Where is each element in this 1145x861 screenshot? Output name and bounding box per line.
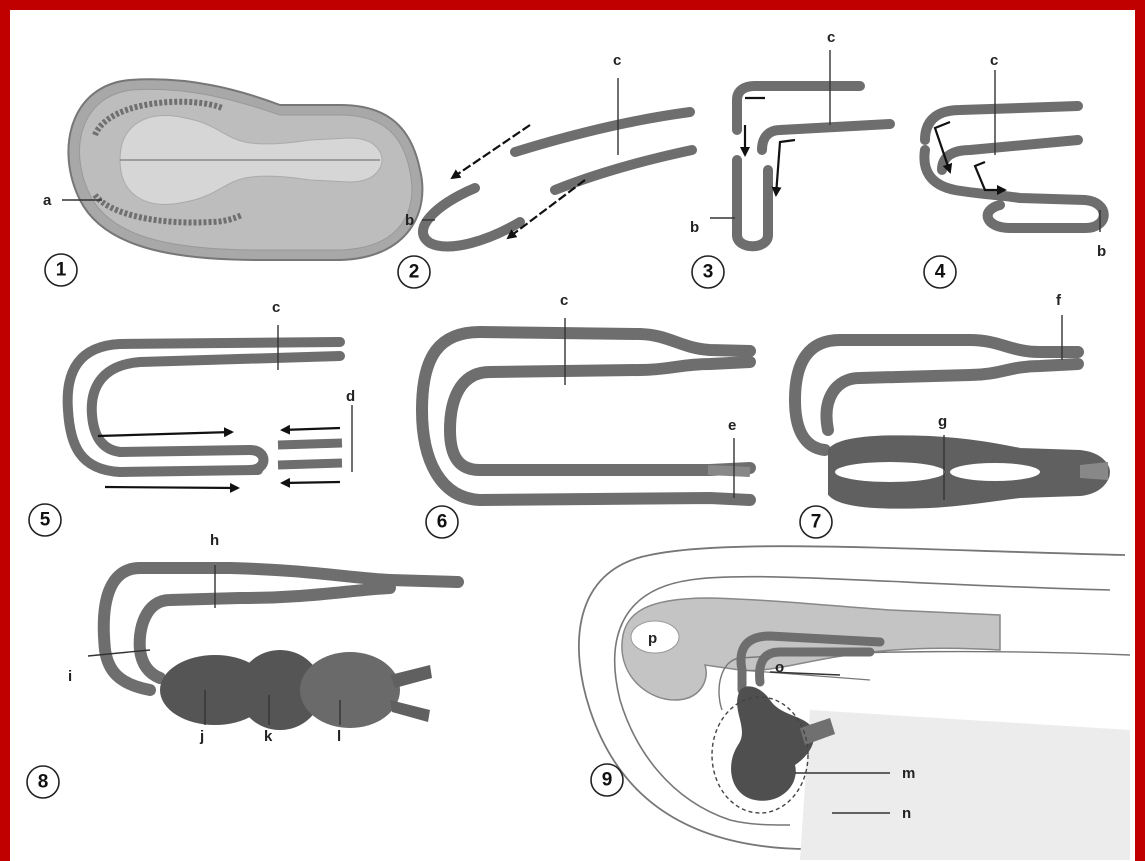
label-f: f [1056, 292, 1062, 309]
panel-1-embryonic-disc: a 1 [43, 79, 422, 286]
panel-5-heart-tube: c d 5 [29, 299, 355, 536]
panel-8-heart-tube: h i j k l 8 [27, 532, 458, 798]
label-c-3: c [827, 29, 835, 46]
label-b-3: b [690, 219, 699, 236]
panel-number-6: 6 [437, 512, 448, 533]
panel-2-heart-tube: c b 2 [398, 52, 692, 288]
panel-3-heart-tube: c b 3 [690, 29, 890, 288]
label-c-2: c [613, 52, 621, 69]
label-b-2: b [405, 212, 414, 229]
label-g: g [938, 413, 947, 430]
label-c-6: c [560, 292, 568, 309]
panel-number-3: 3 [703, 262, 714, 283]
panel-number-1: 1 [56, 260, 67, 281]
panel-6-heart-tube: c e 6 [422, 292, 750, 538]
label-o: o [775, 659, 784, 676]
label-e: e [728, 417, 736, 434]
panel-number-7: 7 [811, 512, 822, 533]
panel-7-heart-tube: f g 7 [795, 292, 1108, 538]
label-m: m [902, 765, 915, 782]
figure-frame: a 1 c b 2 c b 3 c [10, 10, 1135, 861]
label-p: p [648, 630, 657, 647]
label-l: l [337, 728, 341, 745]
panel-number-2: 2 [409, 262, 420, 283]
chamber-l [300, 652, 400, 728]
label-n: n [902, 805, 911, 822]
label-c-4: c [990, 52, 998, 69]
panel-number-8: 8 [38, 772, 49, 793]
label-b-4: b [1097, 243, 1106, 260]
label-k: k [264, 728, 273, 745]
label-h: h [210, 532, 219, 549]
label-d: d [346, 388, 355, 405]
label-i: i [68, 668, 72, 685]
heart-development-diagram: a 1 c b 2 c b 3 c [10, 10, 1135, 861]
panel-4-heart-tube: c b 4 [924, 52, 1106, 288]
label-a: a [43, 192, 52, 209]
label-c-5: c [272, 299, 280, 316]
panel-9-embryo-section: o p m n 9 [579, 546, 1130, 860]
panel-number-5: 5 [40, 510, 51, 531]
label-j: j [199, 728, 204, 745]
panel-number-9: 9 [602, 770, 613, 791]
panel-number-4: 4 [935, 262, 946, 283]
